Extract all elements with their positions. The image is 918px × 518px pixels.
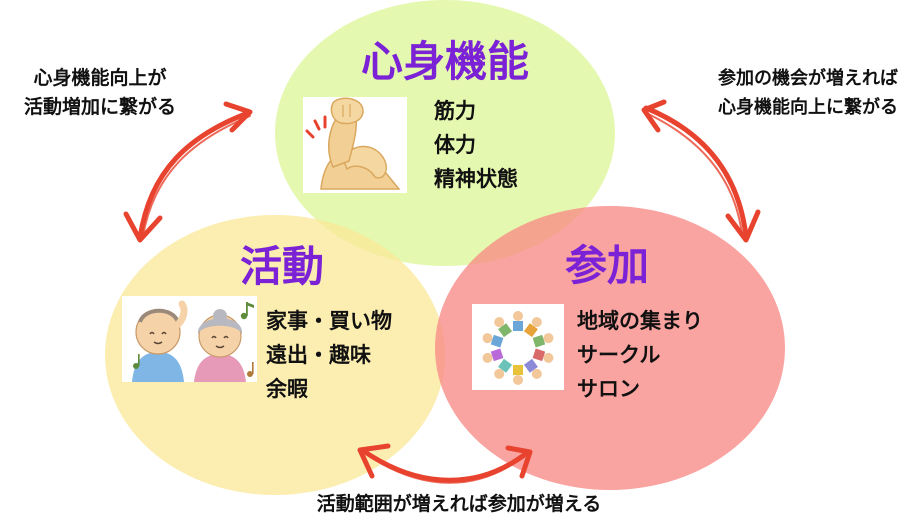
title-katsudo: 活動 <box>240 242 324 291</box>
list-item: 体力 <box>434 133 476 157</box>
list-item: 余暇 <box>265 377 308 401</box>
circle-sanka <box>435 206 785 490</box>
caption-top-right: 参加の機会が増えれば 心身機能向上に繋がる <box>718 67 898 118</box>
list-item: 地域の集まり <box>577 309 703 333</box>
list-item: サロン <box>577 377 640 401</box>
caption-line: 心身機能向上に繋がる <box>718 96 898 118</box>
list-item: 遠出・趣味 <box>266 343 371 367</box>
circle-katsudo <box>105 215 445 495</box>
caption-line: 参加の機会が増えれば <box>718 67 898 89</box>
list-item: 精神状態 <box>434 167 518 191</box>
elderly-couple-icon <box>122 296 257 382</box>
list-katsudo: 家事・買い物 遠出・趣味 余暇 <box>265 309 392 401</box>
list-item: サークル <box>577 343 660 367</box>
circle-shinshin <box>275 0 615 266</box>
caption-line: 心身機能向上が <box>33 66 166 89</box>
community-circle-icon <box>472 304 564 390</box>
circles <box>105 0 785 495</box>
list-sanka: 地域の集まり サークル サロン <box>577 309 703 401</box>
title-sanka: 参加 <box>565 241 649 290</box>
arrow-left <box>123 101 253 243</box>
caption-line: 活動増加に繋がる <box>24 95 176 118</box>
title-shinshin: 心身機能 <box>361 37 529 86</box>
caption-top-left: 心身機能向上が 活動増加に繋がる <box>24 66 176 118</box>
arrow-bottom <box>357 443 533 484</box>
arrow-right <box>641 99 761 243</box>
list-item: 筋力 <box>433 99 476 123</box>
flexed-arm-icon <box>303 97 407 193</box>
caption-bottom: 活動範囲が増えれば参加が増える <box>317 492 601 515</box>
list-shinshin: 筋力 体力 精神状態 <box>433 99 518 191</box>
list-item: 家事・買い物 <box>266 309 392 333</box>
